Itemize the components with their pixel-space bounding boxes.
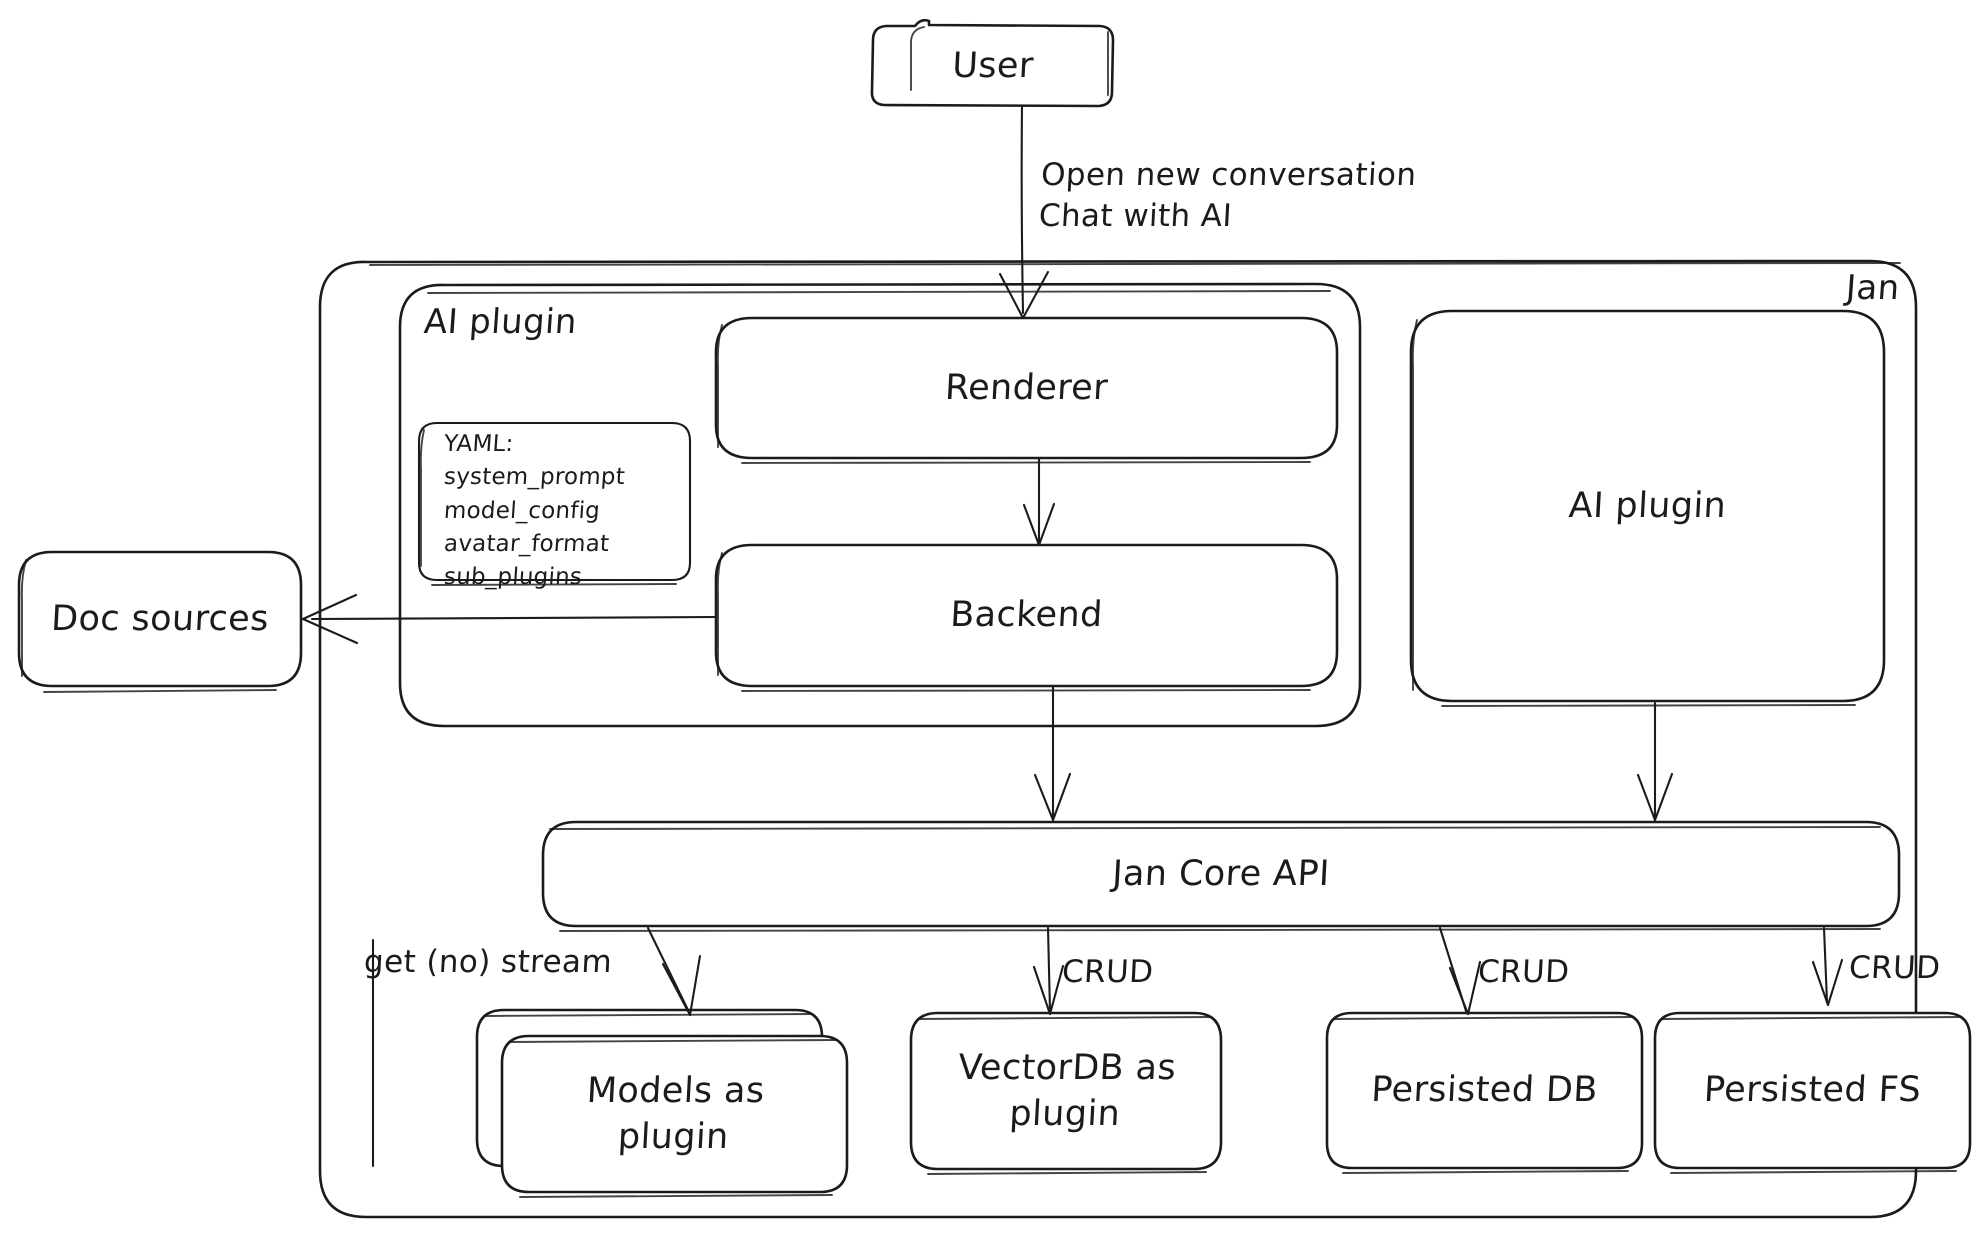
node-backend-shape[interactable] (714, 543, 1339, 692)
node-persisted-fs-shape[interactable] (1653, 1011, 1972, 1174)
yaml-key-system-prompt: system_prompt (443, 464, 626, 491)
edge-core-api-to-persisted-fs (1811, 926, 1844, 1007)
node-models-plugin-shape[interactable] (475, 1008, 849, 1198)
container-jan-shape (318, 259, 1918, 1219)
node-jan-core-api-label: Jan Core API (1111, 853, 1331, 894)
node-user-shape[interactable] (870, 18, 1115, 108)
node-vectordb-plugin-shape[interactable] (909, 1011, 1223, 1175)
edge-label-get-no-stream: get (no) stream (363, 944, 614, 980)
node-doc-sources-label: Doc sources (50, 598, 270, 639)
yaml-card-shape (417, 421, 692, 586)
container-ai-plugin-group-shape (398, 282, 1362, 728)
node-renderer-shape[interactable] (714, 316, 1339, 464)
yaml-key-model-config: model_config (443, 497, 601, 524)
yaml-key-avatar-format: avatar_format (443, 531, 611, 558)
yaml-card: YAML: system_prompt model_config avatar_… (443, 428, 626, 595)
node-ai-plugin-shape[interactable] (1409, 309, 1886, 707)
edge-ai-plugin-to-core-api (1636, 701, 1674, 822)
container-jan-label: Jan (1844, 268, 1902, 308)
node-user-label: User (951, 45, 1035, 86)
node-vectordb-plugin-label: VectorDB as plugin (957, 1047, 1178, 1134)
edge-label-crud-persisted-fs: CRUD (1848, 950, 1942, 986)
edge-core-api-to-models (371, 926, 702, 1168)
edge-backend-to-doc-sources (301, 593, 718, 645)
edge-renderer-to-backend (1022, 457, 1056, 547)
edge-backend-to-core-api (1033, 685, 1072, 822)
edge-core-api-to-vectordb (1032, 926, 1065, 1016)
node-jan-core-api-shape[interactable] (541, 820, 1901, 932)
edge-user-to-renderer (998, 105, 1050, 320)
edge-label-open-new-conversation: Open new conversation Chat with AI (1038, 157, 1418, 234)
node-doc-sources-shape[interactable] (17, 550, 303, 693)
node-persisted-db-label: Persisted DB (1370, 1070, 1599, 1111)
container-ai-plugin-group-label: AI plugin (422, 302, 579, 342)
edge-core-api-to-persisted-db (1438, 926, 1482, 1016)
node-ai-plugin-label: AI plugin (1567, 485, 1728, 526)
edge-label-crud-vectordb: CRUD (1061, 954, 1155, 990)
node-persisted-db-shape[interactable] (1325, 1011, 1644, 1174)
node-persisted-fs-label: Persisted FS (1702, 1070, 1923, 1111)
node-models-plugin-label: Models as plugin (585, 1070, 766, 1157)
node-renderer-label: Renderer (943, 367, 1110, 408)
yaml-card-header: YAML: (443, 431, 515, 457)
yaml-key-sub-plugins: sub_plugins (443, 564, 583, 591)
node-backend-label: Backend (949, 595, 1104, 636)
edge-label-crud-persisted-db: CRUD (1477, 954, 1571, 990)
